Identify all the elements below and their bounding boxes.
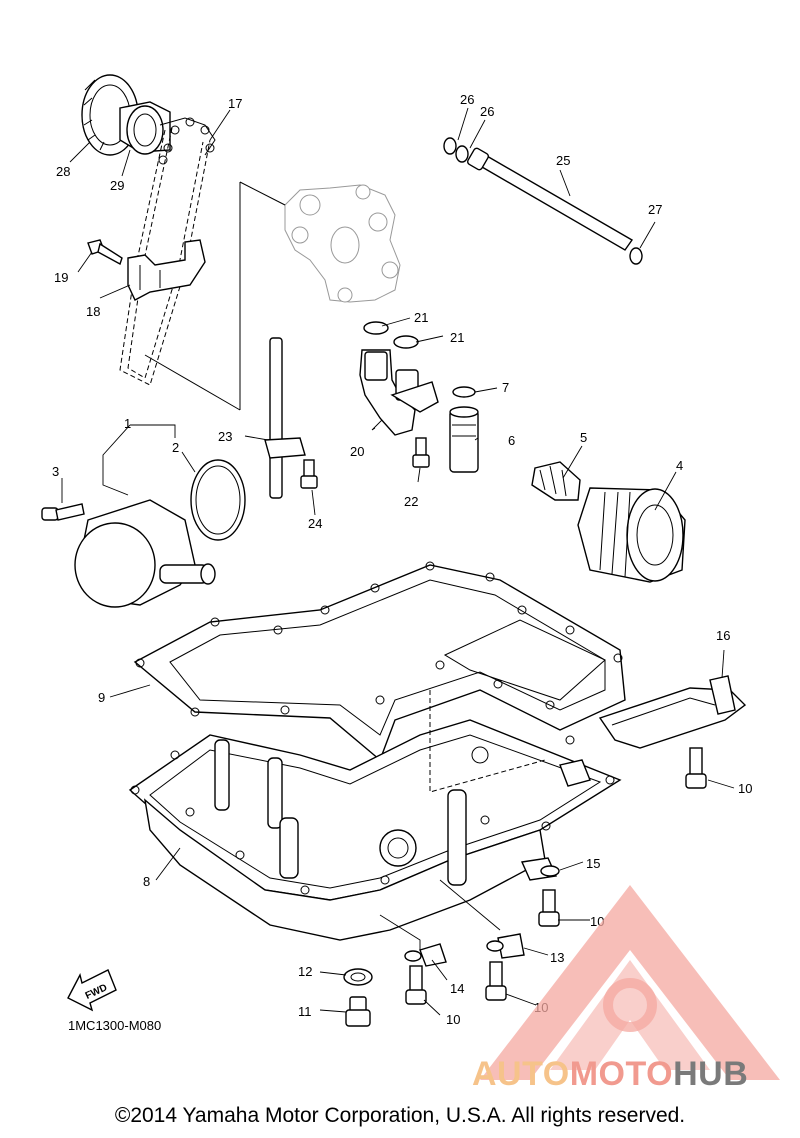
- oil-pipe-20: [359, 349, 439, 436]
- callout-16: 16: [716, 628, 730, 643]
- callout-5: 5: [580, 430, 587, 445]
- watermark-moto: MOTO: [569, 1055, 674, 1093]
- callout-4: 4: [676, 458, 683, 473]
- callout-12: 12: [298, 964, 312, 979]
- o-ring-2: [190, 459, 246, 541]
- callout-20: 20: [350, 444, 364, 459]
- callout-17: 17: [228, 96, 242, 111]
- union-bolt-5: [531, 461, 581, 501]
- chain-guide-18: [127, 239, 206, 301]
- callout-8: 8: [143, 874, 150, 889]
- callout-2: 2: [172, 440, 179, 455]
- callout-7: 7: [502, 380, 509, 395]
- callout-13: 13: [550, 950, 564, 965]
- o-ring-27: [629, 247, 643, 265]
- o-ring-21b: [393, 335, 419, 349]
- copyright-notice: ©2014 Yamaha Motor Corporation, U.S.A. A…: [114, 1104, 686, 1127]
- bracket-16: [598, 675, 747, 749]
- bolt-10c: [485, 961, 507, 1001]
- callout-labels: 1 2 3 4 5 6 7 8 9 10 10 10 10 11 12 13 1…: [52, 92, 752, 1027]
- callout-23: 23: [218, 429, 232, 444]
- bolt-10b: [538, 889, 560, 927]
- callout-9: 9: [98, 690, 105, 705]
- watermark-hub: HUB: [673, 1055, 749, 1093]
- bearing-29: [119, 101, 171, 155]
- callout-21a: 21: [414, 310, 428, 325]
- watermark-auto: AUTO: [472, 1055, 570, 1093]
- callout-19: 19: [54, 270, 68, 285]
- callout-6: 6: [508, 433, 515, 448]
- callout-14: 14: [450, 981, 464, 996]
- o-ring-26a: [443, 137, 457, 155]
- o-ring-21a: [363, 321, 389, 335]
- callout-3: 3: [52, 464, 59, 479]
- automotohub-logo-watermark: [480, 885, 780, 1080]
- callout-18: 18: [86, 304, 100, 319]
- bolt-19: [87, 239, 123, 266]
- washer-12: [343, 968, 373, 986]
- callout-15: 15: [586, 856, 600, 871]
- oil-pan-8: [128, 690, 622, 941]
- fwd-arrow-icon: FWD: [67, 969, 117, 1012]
- callout-25: 25: [556, 153, 570, 168]
- callout-21b: 21: [450, 330, 464, 345]
- bolt-22: [412, 437, 430, 468]
- callout-11: 11: [298, 1004, 312, 1019]
- callout-29: 29: [110, 178, 124, 193]
- callout-10a: 10: [738, 781, 752, 796]
- callout-24: 24: [308, 516, 322, 531]
- gasket-9: [133, 561, 626, 762]
- o-ring-7: [452, 386, 476, 398]
- pipe-25: [466, 147, 634, 251]
- bolt-10d: [405, 965, 427, 1005]
- bolt-10a: [685, 747, 707, 789]
- oil-cooler-1: [74, 499, 216, 608]
- o-ring-26b: [455, 145, 469, 163]
- diagram-code: 1MC1300-M080: [68, 1018, 162, 1033]
- drain-bolt-11: [345, 996, 371, 1027]
- exploded-parts-diagram: FWD: [41, 74, 752, 1027]
- callout-27: 27: [648, 202, 662, 217]
- oil-filter-4: [577, 487, 686, 583]
- relief-valve-6: [449, 406, 479, 473]
- callout-28: 28: [56, 164, 70, 179]
- clamp-15: [520, 857, 560, 881]
- leader-lines: [61, 107, 735, 1016]
- callout-1: 1: [124, 416, 131, 431]
- callout-10d: 10: [446, 1012, 460, 1027]
- bolt-24: [300, 459, 318, 489]
- callout-26a: 26: [460, 92, 474, 107]
- bracket-13: [486, 933, 525, 959]
- clamp-14: [404, 943, 447, 967]
- dipstick-guide-23: [264, 337, 306, 499]
- oil-pump-ghost: [144, 181, 401, 411]
- bolt-3: [41, 503, 85, 521]
- callout-26b: 26: [480, 104, 494, 119]
- watermark-text: AUTOMOTOHUB: [472, 1055, 748, 1094]
- callout-22: 22: [404, 494, 418, 509]
